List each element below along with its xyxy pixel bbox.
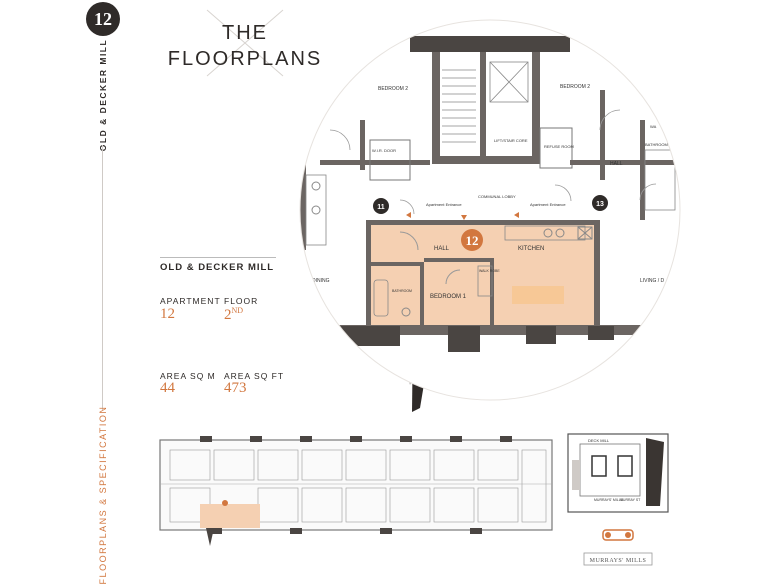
room-hall: HALL [434,246,450,252]
room-communal-lobby: COMMUNAL LOBBY [478,194,516,199]
room-bedroom1: BEDROOM 1 [430,294,467,300]
room-kitchen: KITCHEN [518,246,544,252]
spine-divider [102,145,103,410]
neighbor-badge-right [592,195,608,211]
murrays-mills-logo: MURRAYS' MILLS [583,529,653,566]
title-decoration [206,9,284,77]
area-sqm-label: AREA SQ M [160,371,216,381]
neighbor-badge-left [373,198,389,214]
floor-value: 2ND [224,306,243,324]
site-label-a: MURRAYS' MILLS [594,498,624,502]
apt-entrance-right: Apartment Entrance [530,202,566,207]
title-line-1: THE [222,22,268,44]
room-bedroom2-right: BEDROOM 2 [560,84,590,90]
page-title: THE FLOORPLANS [165,20,325,72]
floor-number: 2 [224,307,232,323]
room-bathroom-right: BATHROOM [645,142,668,147]
room-wa: WA [650,124,657,129]
unit-badge [461,229,483,251]
area-sqft-value: 473 [224,380,247,396]
details-building-name: OLD & DECKER MILL [160,262,275,273]
site-plan: DECK MILL MURRAYS' MILLS MURRAY ST [567,433,669,513]
magnified-plan: BEDROOM 2 BEDROOM 2 LIFT/STAIR CORE REFU… [300,20,680,400]
neighbor-left-number: 11 [377,204,385,211]
site-label-b: MURRAY ST [620,498,641,502]
room-dining: DINING [312,278,330,284]
apartment-label: APARTMENT [160,296,221,306]
details-divider [160,257,276,258]
title-line-2: FLOORPLANS [167,48,323,70]
site-top-label: DECK MILL [588,438,610,443]
apt-entrance-left: Apartment Entrance [426,202,462,207]
apartment-value: 12 [160,306,175,322]
room-hall-right: HALL [610,161,623,167]
room-lift-stair: LIFT/STAIR CORE [494,138,528,143]
page-number-badge: 12 [86,2,120,36]
room-refuse: REFUSE ROOM [544,144,574,149]
area-sqm-value: 44 [160,380,175,396]
neighbor-right-number: 13 [596,201,604,208]
room-wir-left: W.I.R. DOOR [372,148,396,153]
floor-label: FLOOR [224,296,259,306]
area-sqft-label: AREA SQ FT [224,371,285,381]
floor-suffix: ND [231,306,244,315]
page-number: 12 [94,8,112,29]
logo-text: MURRAYS' MILLS [590,558,647,564]
key-plan [159,436,553,546]
room-living: LIVING / D [640,278,665,284]
unit-badge-number: 12 [466,233,479,248]
room-walk-robe: WALK ROBE [479,269,500,273]
room-bedroom2-left: BEDROOM 2 [378,86,408,92]
room-bathroom: BATHROOM [392,289,412,293]
